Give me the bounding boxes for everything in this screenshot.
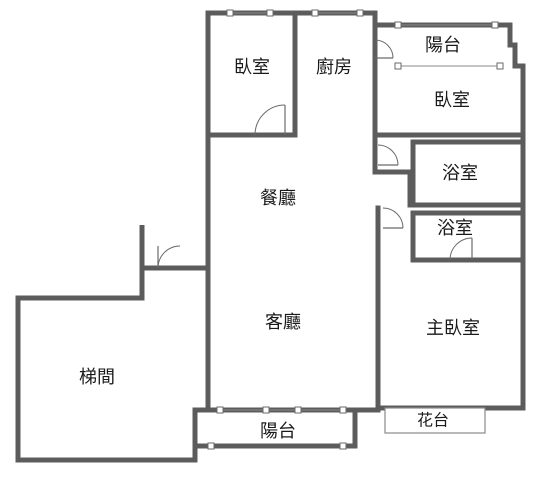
label-balcony-bottom: 陽台 (260, 421, 296, 442)
wall-bedroom-right (372, 132, 526, 145)
windows (207, 9, 504, 450)
label-master-bedroom: 主臥室 (426, 318, 480, 339)
label-stairwell: 梯間 (79, 367, 115, 388)
wall-kitchen-top (292, 10, 413, 208)
label-bedroom-right: 臥室 (434, 90, 470, 111)
label-bathroom-1: 浴室 (442, 163, 478, 184)
wall-balcony-bottom (192, 407, 358, 449)
label-planter: 花台 (417, 411, 449, 430)
wall-stairwell (15, 225, 211, 463)
wall-bathroom-1 (410, 139, 526, 208)
label-bathroom-2: 浴室 (437, 218, 473, 239)
doors (157, 39, 473, 269)
planter-box (384, 407, 486, 434)
wall-balcony-top (372, 22, 526, 145)
room-labels: 臥室 廚房 陽台 臥室 浴室 餐廳 浴室 客廳 主臥室 梯間 陽台 花台 (79, 35, 480, 442)
label-bedroom-small: 臥室 (234, 57, 270, 78)
label-kitchen: 廚房 (316, 56, 352, 78)
label-dining: 餐廳 (260, 188, 296, 209)
label-living: 客廳 (265, 312, 301, 333)
label-balcony-top: 陽台 (425, 35, 461, 56)
